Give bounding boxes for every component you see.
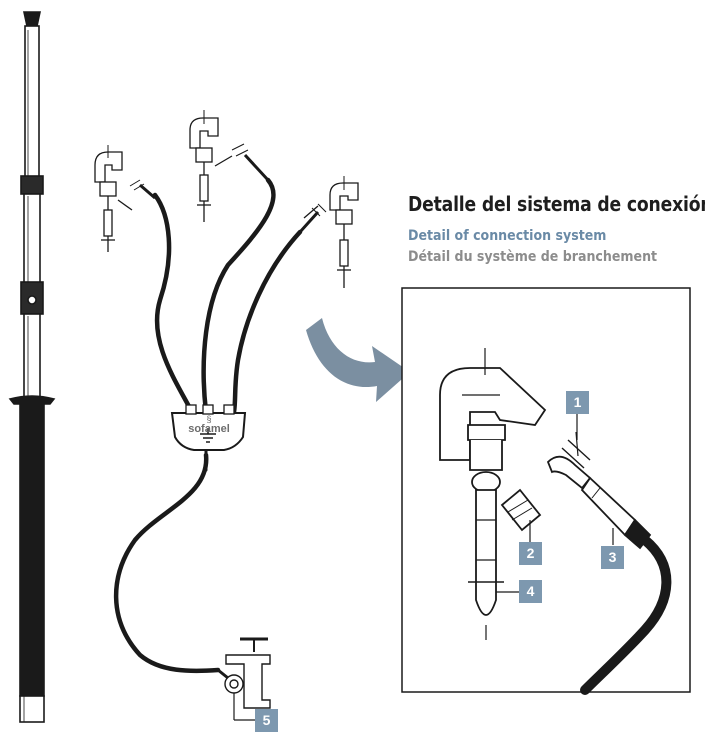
svg-text:§: §: [206, 414, 211, 424]
detail-clamp: [439, 348, 547, 640]
detail-frame: [401, 287, 691, 693]
diagram-title-es: Detalle del sistema de conexión: [408, 192, 705, 216]
callout-1: 1: [566, 391, 589, 414]
ground-icon: [200, 428, 216, 443]
callout-3: 3: [601, 546, 624, 569]
cables: [113, 177, 303, 674]
callout-4: 4: [519, 580, 542, 603]
callout-5: 5: [255, 709, 278, 732]
diagram-subtitle-fr: Détail du système de branchement: [408, 249, 658, 265]
clamp-left: [94, 145, 156, 252]
clamp-right: [298, 176, 359, 288]
brand-label: sofamel: [188, 423, 230, 435]
detail-cable: [580, 535, 672, 695]
curved-arrow-icon: [306, 318, 410, 402]
junction-box: §: [170, 404, 247, 451]
ground-clamp: [217, 637, 271, 709]
callout-2: 2: [519, 542, 542, 565]
clamp-middle: [189, 110, 270, 222]
callout-leaders: [233, 413, 614, 721]
detail-connector: [546, 431, 652, 550]
diagram-subtitle-en: Detail of connection system: [408, 228, 607, 244]
telescopic-pole: [8, 11, 56, 723]
